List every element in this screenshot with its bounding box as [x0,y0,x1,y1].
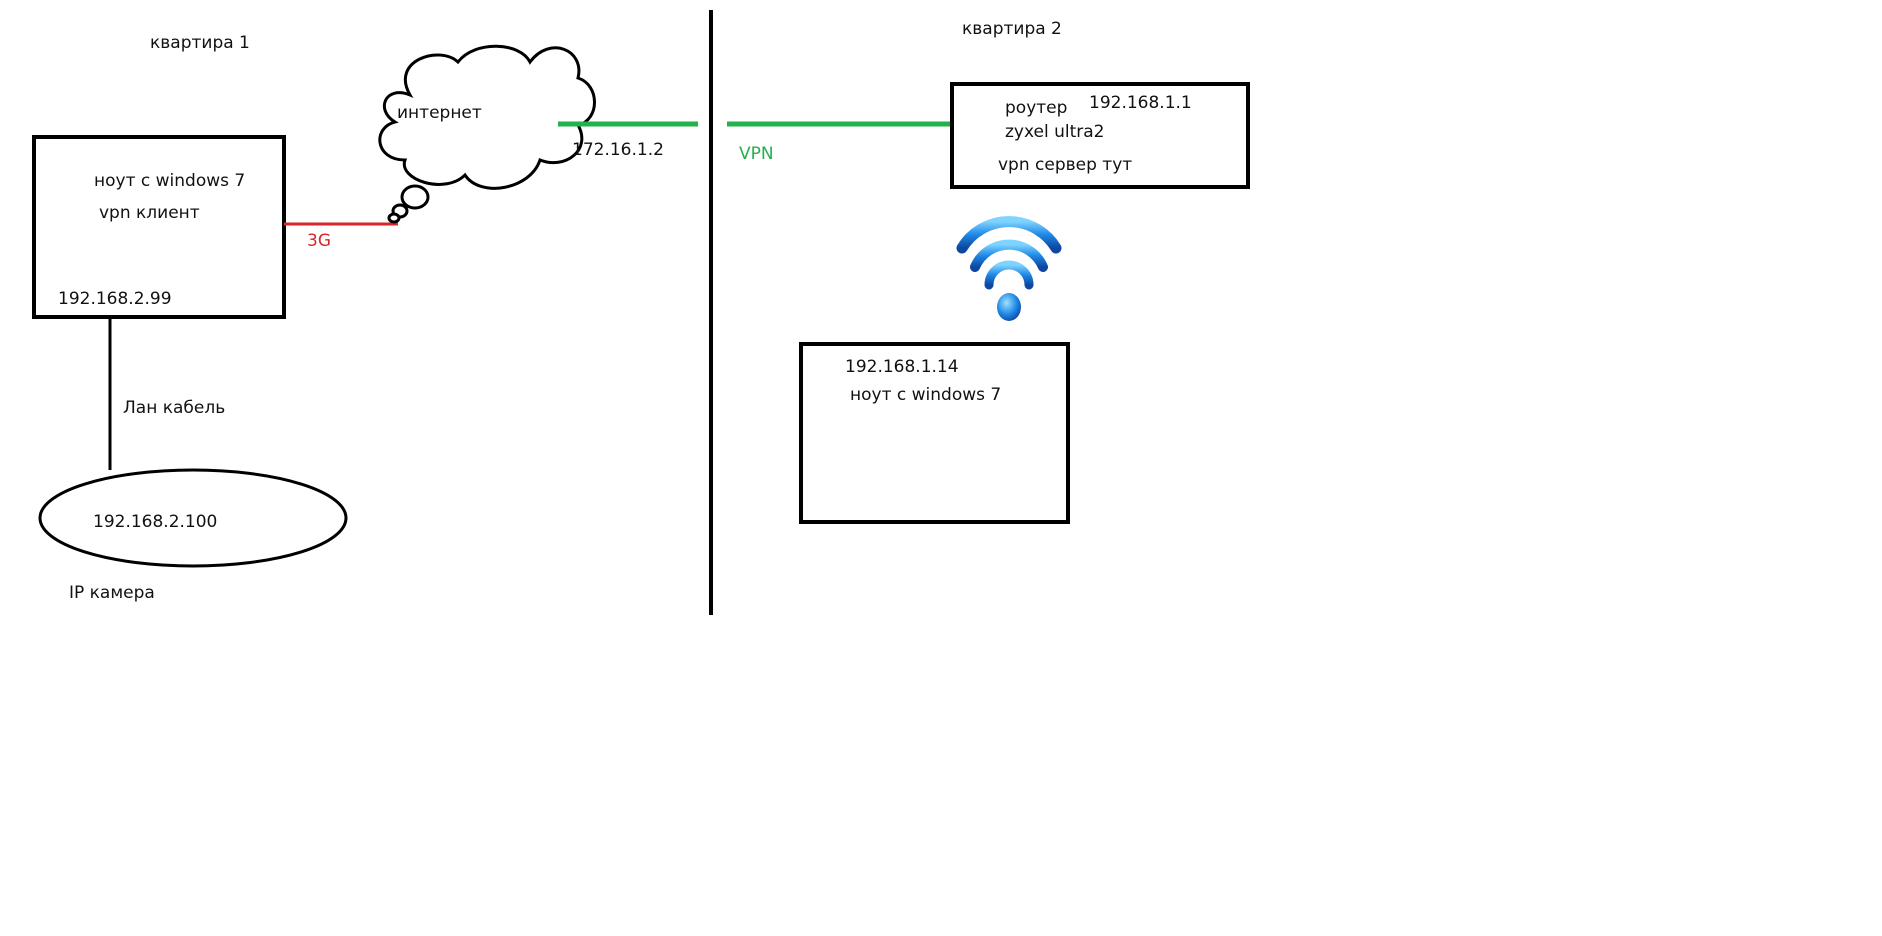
laptop-2-box [799,342,1070,524]
ip-camera-ip-label: 192.168.2.100 [93,512,218,532]
vpn-label: VPN [739,144,774,164]
internet-label: интернет [397,103,482,123]
laptop-2-os-label: ноут с windows 7 [850,385,1002,405]
lan-cable-label: Лан кабель [123,398,226,418]
laptop-1-box [32,135,286,319]
ip-camera-label: IP камера [69,583,155,603]
cloud-icon [378,44,596,224]
router-vpn-server-label: vpn сервер тут [998,155,1133,175]
apartment-1-title: квартира 1 [150,33,250,53]
laptop-2-ip-label: 192.168.1.14 [845,357,959,377]
laptop-1-ip-label: 192.168.2.99 [58,289,172,309]
laptop-1-role-label: vpn клиент [99,203,200,223]
router-ip-label: 192.168.1.1 [1089,93,1192,113]
laptop-1-os-label: ноут с windows 7 [94,171,246,191]
router-label: роутер [1005,98,1068,118]
router-model-label: zyxel ultra2 [1005,122,1105,142]
apartment-2-title: квартира 2 [962,19,1062,39]
link-3g-label: 3G [307,231,331,251]
internet-ip-label: 172.16.1.2 [572,140,664,160]
router-box [950,82,1250,189]
ip-camera-ellipse [38,468,348,568]
wifi-icon [956,216,1062,321]
